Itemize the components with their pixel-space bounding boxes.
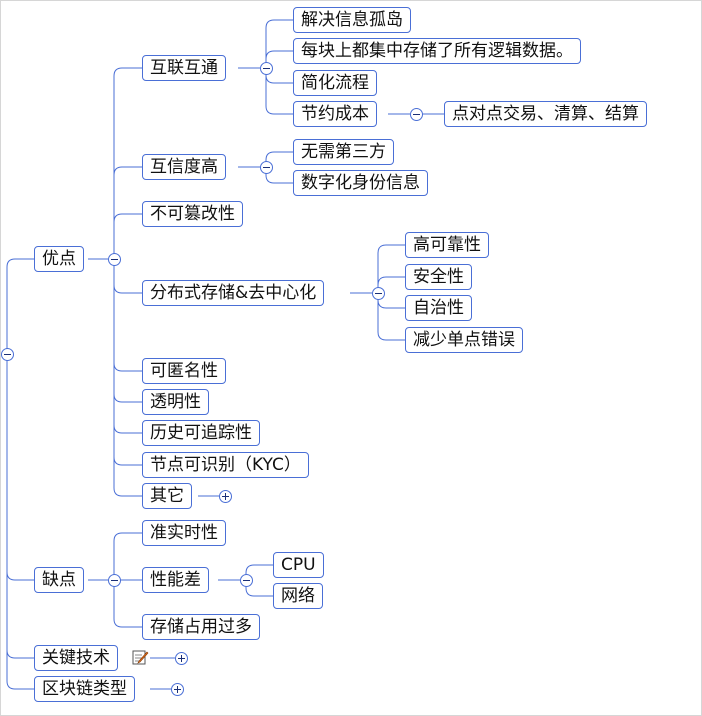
performance-collapse-toggle[interactable] [240, 574, 253, 587]
other-expand-toggle[interactable] [219, 490, 232, 503]
node-poor-performance[interactable]: 性能差 [142, 567, 209, 593]
root-collapse-toggle[interactable] [1, 348, 14, 361]
node-kyc[interactable]: 节点可识别（KYC） [142, 452, 309, 478]
node-cpu[interactable]: CPU [273, 552, 324, 578]
node-high-reliability[interactable]: 高可靠性 [405, 232, 489, 258]
node-trust[interactable]: 互信度高 [142, 154, 226, 180]
trust-collapse-toggle[interactable] [260, 161, 273, 174]
note-icon[interactable] [132, 650, 149, 665]
chain-types-expand-toggle[interactable] [171, 683, 184, 696]
interconnect-collapse-toggle[interactable] [260, 62, 273, 75]
node-autonomy[interactable]: 自治性 [405, 295, 472, 321]
node-advantages[interactable]: 优点 [34, 246, 84, 272]
node-storage-overhead[interactable]: 存储占用过多 [142, 614, 260, 640]
node-no-third-party[interactable]: 无需第三方 [293, 139, 394, 165]
node-key-tech[interactable]: 关键技术 [34, 645, 118, 671]
node-security[interactable]: 安全性 [405, 264, 472, 290]
node-simplify-process[interactable]: 简化流程 [293, 70, 377, 96]
node-digital-identity[interactable]: 数字化身份信息 [293, 170, 428, 196]
node-p2p-settlement[interactable]: 点对点交易、清算、结算 [444, 101, 647, 127]
node-distributed[interactable]: 分布式存储&去中心化 [142, 280, 325, 306]
node-centralized-storage[interactable]: 每块上都集中存储了所有逻辑数据。 [293, 38, 581, 64]
node-no-single-point[interactable]: 减少单点错误 [405, 327, 523, 353]
node-chain-types[interactable]: 区块链类型 [34, 676, 135, 702]
node-network[interactable]: 网络 [273, 583, 323, 609]
node-interconnect[interactable]: 互联互通 [142, 55, 226, 81]
node-traceable[interactable]: 历史可追踪性 [142, 420, 260, 446]
node-near-realtime[interactable]: 准实时性 [142, 520, 226, 546]
node-tamper-proof[interactable]: 不可篡改性 [142, 201, 243, 227]
save-cost-collapse-toggle[interactable] [410, 108, 423, 121]
node-info-silo[interactable]: 解决信息孤岛 [293, 7, 411, 33]
node-save-cost[interactable]: 节约成本 [293, 101, 377, 127]
advantages-collapse-toggle[interactable] [108, 253, 121, 266]
node-other[interactable]: 其它 [142, 483, 192, 509]
node-anonymous[interactable]: 可匿名性 [142, 358, 226, 384]
key-tech-expand-toggle[interactable] [175, 652, 188, 665]
node-disadvantages[interactable]: 缺点 [34, 567, 84, 593]
distributed-collapse-toggle[interactable] [372, 287, 385, 300]
disadvantages-collapse-toggle[interactable] [108, 574, 121, 587]
node-transparent[interactable]: 透明性 [142, 389, 209, 415]
